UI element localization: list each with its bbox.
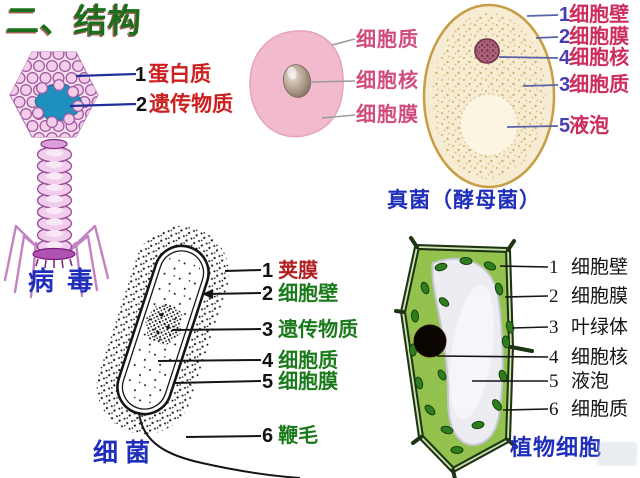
label-number: 3	[549, 317, 559, 338]
virus-collar	[40, 138, 68, 150]
bacterium-leader-lines	[157, 269, 262, 438]
label-number: 2	[136, 94, 148, 116]
wall-junctions	[394, 236, 534, 478]
label-number: 2	[549, 286, 559, 307]
label-number: 5	[549, 371, 559, 392]
label-text: 细胞膜	[571, 286, 629, 307]
label-text: 鞭毛	[278, 425, 319, 447]
label-number: 3	[262, 319, 274, 341]
bacterium-nucleoid	[145, 303, 183, 345]
plant-label-nucleus: 4 细胞核	[549, 348, 628, 367]
label-number: 4	[559, 47, 571, 69]
label-text: 蛋白质	[148, 63, 212, 86]
label-number: 6	[262, 425, 274, 447]
label-number: 1	[549, 257, 559, 278]
watermark	[597, 442, 637, 466]
plant-label-vacuole: 5 液泡	[549, 372, 609, 391]
chloroplasts	[409, 256, 515, 454]
label-text: 细胞壁	[571, 257, 629, 278]
yeast-leader-lines	[498, 14, 559, 128]
label-number: 1	[262, 260, 274, 282]
plant-vacuole	[431, 257, 504, 446]
yeast-nucleus	[474, 38, 500, 64]
label-text: 细胞质	[278, 350, 339, 372]
page-title: 二、结构	[6, 2, 142, 39]
label-number: 3	[559, 74, 571, 96]
label-text: 液泡	[569, 115, 610, 137]
animal-leader-lines	[309, 38, 356, 119]
yeast-cell-diagram	[422, 3, 559, 189]
label-text: 液泡	[571, 371, 610, 392]
bacterium-caption: 细菌	[93, 439, 158, 467]
label-number: 2	[559, 26, 571, 48]
label-text: 细胞核	[571, 347, 629, 368]
yeast-label-cell-wall: 1细胞壁	[559, 5, 629, 25]
bacterium-cell-membrane	[121, 250, 205, 410]
label-text: 细胞核	[569, 47, 630, 69]
plant-label-cell-wall: 1 细胞壁	[549, 258, 628, 277]
plant-caption: 植物细胞	[510, 435, 603, 460]
label-text: 细胞质	[569, 74, 630, 96]
virus-tail	[36, 146, 73, 255]
animal-cell-nucleus	[282, 64, 312, 98]
virus-head-capsid	[9, 51, 99, 138]
label-text: 细胞膜	[278, 371, 339, 393]
virus-leader-lines	[69, 72, 137, 108]
yeast-vacuole	[459, 93, 519, 157]
plant-label-membrane: 2 细胞膜	[549, 287, 628, 306]
label-text: 荚膜	[278, 260, 319, 282]
bacterium-flagellum	[138, 411, 301, 478]
label-number: 1	[135, 64, 147, 86]
label-number: 5	[559, 115, 571, 137]
yeast-label-vacuole: 5液泡	[559, 116, 609, 136]
animal-cell-diagram	[249, 30, 356, 138]
animal-label-cytoplasm: 细胞质	[356, 29, 419, 51]
label-number: 5	[262, 371, 274, 393]
label-text: 细胞壁	[569, 4, 630, 26]
animal-label-membrane: 细胞膜	[356, 104, 419, 126]
virus-diagram	[3, 51, 137, 299]
plant-label-cytoplasm: 6 细胞质	[549, 400, 628, 419]
virus-baseplate	[32, 247, 76, 269]
plant-cell-diagram	[394, 236, 549, 478]
bacterium-diagram	[96, 225, 301, 478]
plant-label-chloroplast: 3 叶绿体	[549, 318, 628, 337]
yeast-label-cytoplasm: 3细胞质	[559, 75, 629, 95]
yeast-label-nucleus: 4细胞核	[559, 48, 629, 68]
wall-arrowhead	[202, 289, 213, 299]
yeast-caption: 真菌（酵母菌）	[387, 189, 541, 212]
animal-label-nucleus: 细胞核	[356, 70, 419, 92]
virus-label-protein: 1蛋白质	[135, 64, 211, 85]
yeast-label-membrane: 2细胞膜	[559, 27, 629, 47]
label-number: 2	[262, 283, 274, 305]
plant-leader-lines	[436, 265, 549, 411]
label-number: 1	[559, 4, 571, 26]
label-text: 细胞膜	[569, 26, 630, 48]
virus-caption: 病毒	[28, 266, 107, 296]
label-text: 细胞质	[571, 399, 629, 420]
virus-label-genetic-material: 2遗传物质	[136, 94, 233, 115]
label-number: 4	[549, 347, 559, 368]
label-text: 细胞壁	[278, 283, 339, 305]
label-text: 遗传物质	[149, 93, 234, 116]
plant-nucleus	[413, 324, 447, 358]
label-number: 4	[262, 350, 274, 372]
label-text: 叶绿体	[571, 317, 629, 338]
label-number: 6	[549, 399, 559, 420]
label-text: 遗传物质	[278, 319, 359, 341]
